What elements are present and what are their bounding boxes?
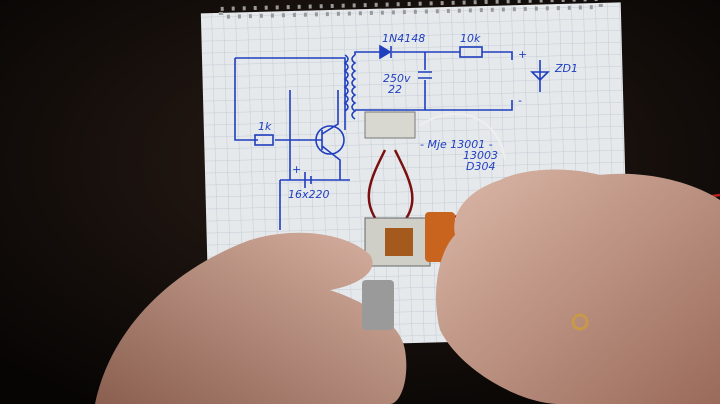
ferrite-coil: [385, 228, 413, 256]
label-transistor-2: 13003: [463, 149, 498, 162]
label-resistor-1k: 1k: [258, 120, 272, 133]
label-cap-voltage: 250v: [383, 72, 411, 85]
spiral-binding: [218, 0, 603, 19]
label-resistor-10k: 10k: [460, 32, 481, 45]
label-transistor-3: D304: [466, 160, 495, 173]
label-battery-cap: 16x220: [288, 188, 330, 201]
ring: [571, 313, 589, 331]
white-wire: [419, 113, 506, 161]
metal-component: [362, 280, 394, 330]
label-cap-value: 22: [388, 83, 402, 96]
label-transistor-1: - Mje 13001 -: [420, 138, 493, 151]
right-hand: [435, 169, 720, 404]
hand-drawn-schematic: [234, 44, 550, 230]
label-diode: 1N4148: [382, 32, 425, 45]
label-zener: ZD1: [554, 62, 578, 75]
transformer-component: [364, 111, 416, 139]
schematic-labels: 1N4148 10k + - ZD1 250v 22 1k - Mje 1300…: [258, 32, 578, 201]
label-minus: -: [518, 94, 522, 107]
label-plus: +: [518, 48, 527, 61]
label-battery-plus: +: [292, 163, 301, 176]
left-hand: [95, 232, 407, 404]
